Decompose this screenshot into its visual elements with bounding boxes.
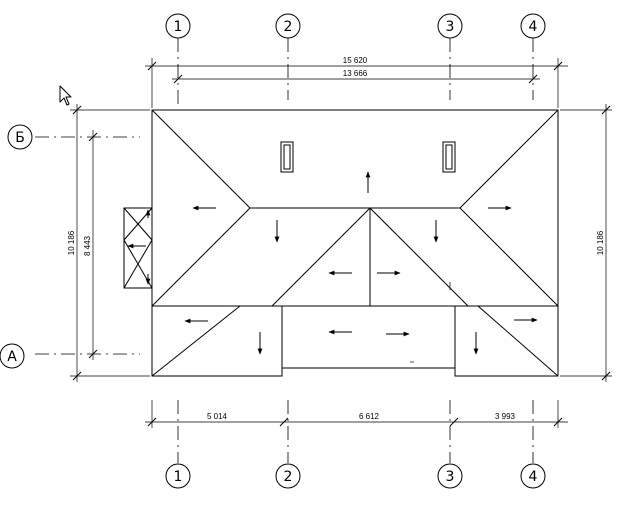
grid-bubbles: 1 2 3 4 1 2 3 4 Б А (0, 13, 546, 489)
lower-left-hip (151, 305, 241, 377)
roof-outline (123, 109, 559, 377)
skylight-left-inner (283, 144, 291, 170)
hip-line-bottom-right (459, 207, 559, 307)
axis-label-1-bottom: 1 (174, 469, 183, 485)
tick-top-overall-right (553, 61, 563, 71)
axis-bubble-3-bottom (437, 463, 463, 489)
right-dimensions: 10 186 (560, 104, 612, 382)
axis-bubble-b (7, 124, 33, 150)
dim-text-left-inner: 8 443 (83, 235, 92, 256)
dim-text-top-inner: 13 666 (343, 69, 368, 78)
dim-text-bottom-3: 3 993 (495, 412, 516, 421)
axis-bubble-4-bottom (520, 463, 546, 489)
tick-bottom-1 (147, 417, 157, 427)
axis-bubble-a (0, 343, 25, 369)
lower-left-wing (151, 305, 283, 377)
valley-line-left (271, 207, 371, 307)
dim-text-right-overall: 10 186 (596, 230, 605, 255)
tick-bottom-3 (449, 417, 459, 427)
tick-left-overall-bottom (72, 371, 82, 381)
dim-text-left-overall: 10 186 (67, 230, 76, 255)
top-dimensions: 15 620 13 666 (145, 56, 568, 108)
axis-label-4-top: 4 (529, 19, 538, 35)
axis-label-2-bottom: 2 (284, 469, 293, 485)
hip-line-bottom-left (151, 207, 251, 307)
grid-lines (35, 38, 534, 463)
axis-label-1-top: 1 (174, 19, 183, 35)
tick-right-bottom (601, 371, 611, 381)
hip-line-top-left (151, 109, 251, 209)
tick-left-overall-top (72, 105, 82, 115)
axis-bubble-1-top (165, 13, 191, 39)
mouse-pointer-icon (59, 85, 72, 106)
axis-label-4-bottom: 4 (529, 469, 538, 485)
dim-text-bottom-1: 5 014 (207, 412, 228, 421)
axis-label-a: А (7, 349, 17, 365)
skylight-right-inner (445, 144, 453, 170)
left-dimensions: 10 186 8 443 (67, 104, 150, 382)
axis-bubble-3-top (437, 13, 463, 39)
slope-arrows (127, 171, 538, 355)
valley-line-right (369, 207, 469, 307)
hip-line-top-right (459, 109, 559, 209)
tick-bottom-4 (553, 417, 563, 427)
skylight-left (280, 141, 294, 173)
center-porch (281, 305, 456, 369)
tick-top-inner-left (173, 74, 183, 84)
axis-bubble-4-top (520, 13, 546, 39)
tick-left-inner-bottom (88, 349, 98, 359)
tick-left-inner-top (88, 132, 98, 142)
tick-top-overall-left (147, 61, 157, 71)
axis-label-b: Б (15, 130, 25, 146)
lower-right-wing (454, 305, 559, 377)
side-bay (123, 207, 153, 289)
axis-bubble-2-top (275, 13, 301, 39)
tick-right-top (601, 105, 611, 115)
lower-right-hip (477, 305, 559, 377)
bottom-dimensions: 5 014 6 612 3 993 (145, 400, 568, 428)
tick-bottom-2 (279, 417, 289, 427)
axis-label-3-bottom: 3 (446, 469, 455, 485)
tick-top-inner-right (528, 74, 538, 84)
axis-label-3-top: 3 (446, 19, 455, 35)
axis-bubble-1-bottom (165, 463, 191, 489)
skylight-right (442, 141, 456, 173)
dim-text-top-overall: 15 620 (343, 56, 368, 65)
axis-bubble-2-bottom (275, 463, 301, 489)
dim-text-bottom-2: 6 612 (359, 412, 380, 421)
axis-label-2-top: 2 (284, 19, 293, 35)
